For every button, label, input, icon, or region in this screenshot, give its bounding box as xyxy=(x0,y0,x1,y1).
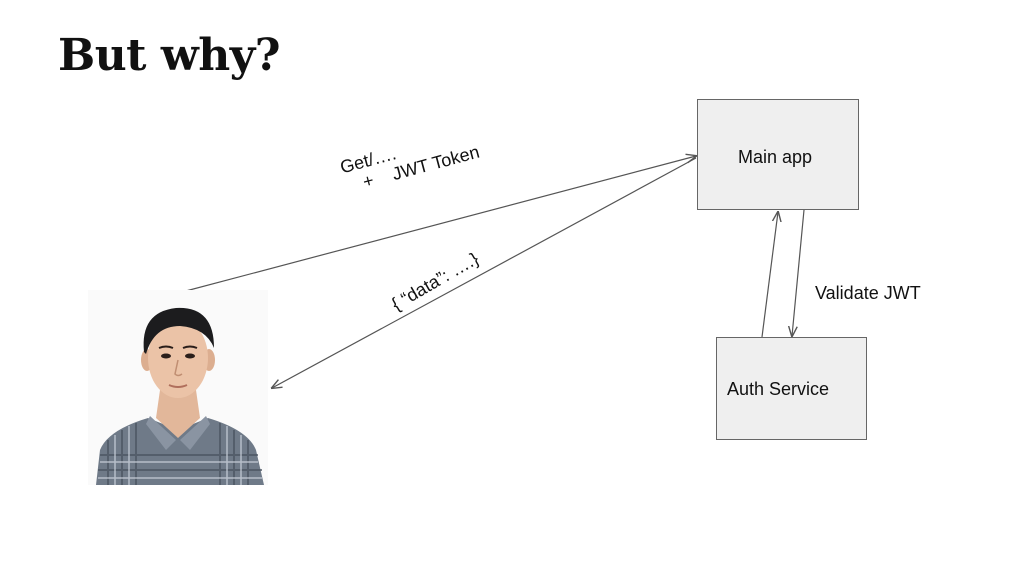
slide-title: But why? xyxy=(58,30,281,81)
main-to-auth-arrow xyxy=(792,209,805,336)
person-photo xyxy=(88,290,268,485)
auth-service-label: Auth Service xyxy=(727,379,830,399)
request-arrow xyxy=(181,156,696,293)
validate-jwt-label: Validate JWT xyxy=(815,283,921,303)
auth-to-main-arrow xyxy=(761,212,778,338)
auth-service-box: Auth Service xyxy=(716,337,867,440)
response-arrow xyxy=(272,157,697,388)
main-app-box: Main app xyxy=(697,99,859,210)
main-app-label: Main app xyxy=(738,147,813,167)
